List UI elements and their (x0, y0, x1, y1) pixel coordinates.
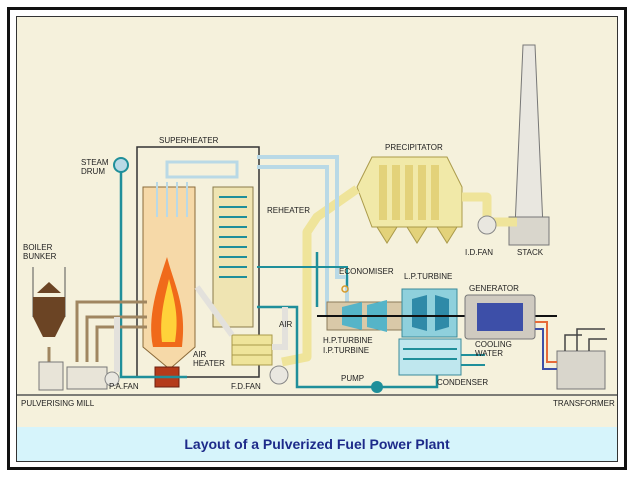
label-air: AIR (279, 320, 293, 329)
id-fan (477, 215, 497, 235)
label-pulverising-mill: PULVERISING MILL (21, 399, 95, 408)
label-air-heater-2: HEATER (193, 359, 225, 368)
fd-fan (269, 365, 289, 385)
label-reheater: REHEATER (267, 206, 310, 215)
diagram-area: SUPERHEATER STEAM DRUM REHEATER PRECIPIT… (16, 16, 618, 462)
label-precipitator: PRECIPITATOR (385, 143, 443, 152)
pa-fan (104, 371, 120, 387)
pump (371, 381, 383, 393)
air-duct (114, 285, 288, 372)
label-hp-turbine: H.P.TURBINE (323, 336, 373, 345)
coal-feed-pipes (47, 300, 147, 362)
economiser (257, 266, 349, 293)
caption-bar: Layout of a Pulverized Fuel Power Plant (17, 427, 617, 461)
boiler-bunker (32, 267, 66, 337)
label-ip-turbine: I.P.TURBINE (323, 346, 369, 355)
condenser (398, 338, 485, 376)
boiler (136, 146, 260, 388)
precipitator (356, 156, 463, 244)
label-condenser: CONDENSER (437, 378, 488, 387)
label-lp-turbine: L.P.TURBINE (404, 272, 452, 281)
transformer (535, 321, 607, 390)
generator (464, 294, 536, 340)
pulverising-mill (38, 361, 108, 391)
label-steam-drum-1: STEAM (81, 158, 109, 167)
label-pump: PUMP (341, 374, 364, 383)
label-boiler-bunker-1: BOILER (23, 243, 53, 252)
air-heater (231, 334, 273, 366)
turbine-set (317, 288, 557, 338)
label-boiler-bunker-2: BUNKER (23, 252, 57, 261)
label-transformer: TRANSFORMER (553, 399, 615, 408)
label-cooling-water-1: COOLING (475, 340, 512, 349)
steam-drum (113, 157, 129, 173)
label-generator: GENERATOR (469, 284, 519, 293)
label-superheater: SUPERHEATER (159, 136, 219, 145)
label-pa-fan: P.A.FAN (109, 382, 139, 391)
label-id-fan: I.D.FAN (465, 248, 493, 257)
water-lines (119, 172, 439, 389)
flue-gas-duct (281, 185, 517, 367)
label-air-heater-1: AIR (193, 350, 207, 359)
label-stack: STACK (517, 248, 544, 257)
stack (508, 44, 550, 246)
power-plant-diagram: SUPERHEATER STEAM DRUM REHEATER PRECIPIT… (17, 17, 617, 427)
label-cooling-water-2: WATER (475, 349, 503, 358)
label-steam-drum-2: DRUM (81, 167, 105, 176)
picture-frame: SUPERHEATER STEAM DRUM REHEATER PRECIPIT… (7, 7, 627, 470)
caption-text: Layout of a Pulverized Fuel Power Plant (184, 436, 450, 452)
label-fd-fan: F.D.FAN (231, 382, 261, 391)
label-economiser: ECONOMISER (339, 267, 394, 276)
